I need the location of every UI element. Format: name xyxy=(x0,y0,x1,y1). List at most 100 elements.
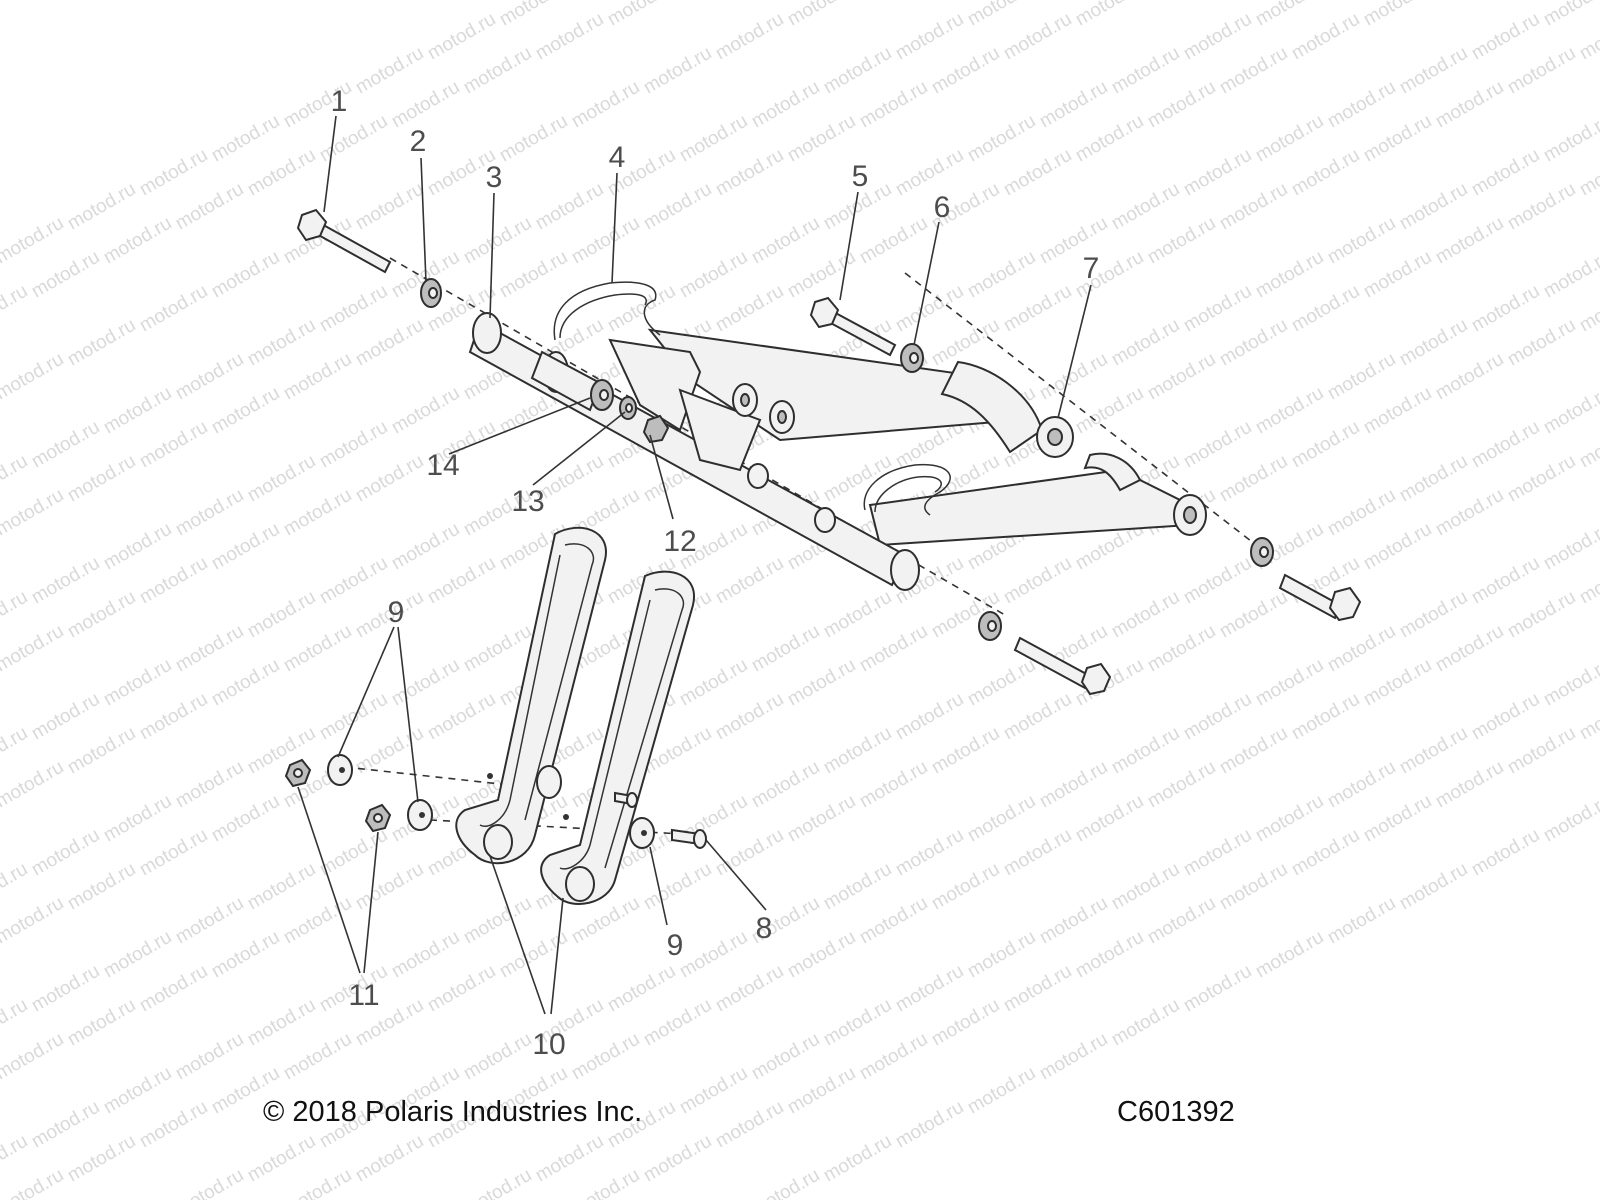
watermark-text: motod.ru xyxy=(1540,655,1600,711)
watermark-text: motod.ru xyxy=(1360,0,1435,30)
watermark-text: motod.ru xyxy=(1216,859,1291,915)
watermark-text: motod.ru xyxy=(1540,519,1600,575)
watermark-text: motod.ru xyxy=(0,757,67,813)
watermark-text: motod.ru xyxy=(100,655,175,711)
watermark-text: motod.ru xyxy=(244,587,319,643)
watermark-text: motod.ru xyxy=(100,1063,175,1119)
watermark-text: motod.ru xyxy=(460,213,535,269)
watermark-text: motod.ru xyxy=(820,995,895,1051)
callout-2: 2 xyxy=(410,125,427,158)
watermark-text: motod.ru xyxy=(1144,893,1219,949)
watermark-text: motod.ru xyxy=(1540,111,1600,167)
watermark-text: motod.ru xyxy=(964,247,1039,303)
watermark-text: motod.ru xyxy=(1072,927,1147,983)
watermark-text: motod.ru xyxy=(1144,77,1219,133)
watermark-text: motod.ru xyxy=(100,383,175,439)
watermark-text: motod.ru xyxy=(244,315,319,371)
watermark-text: motod.ru xyxy=(784,791,859,847)
watermark-text: motod.ru xyxy=(1180,145,1255,201)
watermark-text: motod.ru xyxy=(1360,111,1435,167)
callout-1: 1 xyxy=(331,85,348,118)
watermark-text: motod.ru xyxy=(676,111,751,167)
watermark-text: motod.ru xyxy=(1216,587,1291,643)
watermark-text: motod.ru xyxy=(136,689,211,745)
watermark-text: motod.ru xyxy=(892,961,967,1017)
watermark-text: motod.ru xyxy=(1432,621,1507,677)
watermark-text: motod.ru xyxy=(1072,0,1147,30)
watermark-text: motod.ru xyxy=(820,723,895,779)
watermark-text: motod.ru xyxy=(892,145,967,201)
watermark-text: motod.ru xyxy=(640,859,715,915)
watermark-text: motod.ru xyxy=(1252,383,1327,439)
watermark-text: motod.ru xyxy=(1108,859,1183,915)
watermark-text: motod.ru xyxy=(208,791,283,847)
watermark-text: motod.ru xyxy=(460,1165,535,1200)
watermark-text: motod.ru xyxy=(928,315,1003,371)
watermark-text: motod.ru xyxy=(640,1131,715,1187)
watermark-text: motod.ru xyxy=(0,213,67,269)
watermark-text: motod.ru xyxy=(712,281,787,337)
watermark-text: motod.ru xyxy=(532,9,607,65)
watermark-text: motod.ru xyxy=(712,961,787,1017)
watermark-text: motod.ru xyxy=(460,1029,535,1085)
watermark-text: motod.ru xyxy=(676,1063,751,1119)
watermark-text: motod.ru xyxy=(1468,9,1543,65)
watermark-text: motod.ru xyxy=(28,825,103,881)
watermark-text: motod.ru xyxy=(1072,791,1147,847)
watermark-text: motod.ru xyxy=(892,689,967,745)
watermark-text: motod.ru xyxy=(424,553,499,609)
watermark-text: motod.ru xyxy=(964,655,1039,711)
watermark-text: motod.ru xyxy=(712,689,787,745)
watermark-text: motod.ru xyxy=(568,213,643,269)
watermark-text: motod.ru xyxy=(352,723,427,779)
watermark-text: motod.ru xyxy=(640,179,715,235)
callout-6: 6 xyxy=(934,191,951,224)
watermark-text: motod.ru xyxy=(0,485,67,541)
watermark-text: motod.ru xyxy=(1288,689,1363,745)
watermark-text: motod.ru xyxy=(1000,961,1075,1017)
watermark-text: motod.ru xyxy=(352,315,427,371)
watermark-text: motod.ru xyxy=(424,961,499,1017)
watermark-text: motod.ru xyxy=(316,111,391,167)
watermark-text: motod.ru xyxy=(280,1165,355,1200)
watermark-text: motod.ru xyxy=(604,281,679,337)
watermark-text: motod.ru xyxy=(1324,893,1399,949)
watermark-text: motod.ru xyxy=(712,9,787,65)
watermark-text: motod.ru xyxy=(244,451,319,507)
watermark-text: motod.ru xyxy=(316,825,391,881)
watermark-text: motod.ru xyxy=(1108,587,1183,643)
callout-5: 5 xyxy=(852,160,869,193)
watermark-text: motod.ru xyxy=(712,1097,787,1153)
watermark-text: motod.ru xyxy=(136,825,211,881)
watermark-text: motod.ru xyxy=(820,43,895,99)
watermark-text: motod.ru xyxy=(964,111,1039,167)
watermark-text: motod.ru xyxy=(1504,179,1579,235)
callout-11: 11 xyxy=(348,979,379,1012)
watermark-text: motod.ru xyxy=(784,111,859,167)
strap-hardware xyxy=(284,754,707,849)
watermark-text: motod.ru xyxy=(532,1131,607,1187)
watermark-text: motod.ru xyxy=(784,927,859,983)
watermark-text: motod.ru xyxy=(748,213,823,269)
callout-14: 14 xyxy=(426,449,459,482)
watermark-text: motod.ru xyxy=(280,1029,355,1085)
watermark-text: motod.ru xyxy=(748,77,823,133)
watermark-text: motod.ru xyxy=(712,145,787,201)
watermark-text: motod.ru xyxy=(820,859,895,915)
watermark-text: motod.ru xyxy=(172,179,247,235)
callout-12: 12 xyxy=(663,525,696,558)
watermark-text: motod.ru xyxy=(1180,961,1255,1017)
watermark-text: motod.ru xyxy=(352,451,427,507)
watermark-text: motod.ru xyxy=(856,621,931,677)
watermark-text: motod.ru xyxy=(820,451,895,507)
watermark-text: motod.ru xyxy=(388,519,463,575)
watermark-text: motod.ru xyxy=(1144,349,1219,405)
watermark-text: motod.ru xyxy=(28,689,103,745)
watermark-text: motod.ru xyxy=(1540,791,1600,847)
watermark-text: motod.ru xyxy=(64,723,139,779)
watermark-text: motod.ru xyxy=(856,77,931,133)
watermark-text: motod.ru xyxy=(280,893,355,949)
watermark-text: motod.ru xyxy=(1036,213,1111,269)
watermark-text: motod.ru xyxy=(100,213,175,269)
watermark-text: motod.ru xyxy=(244,145,319,201)
